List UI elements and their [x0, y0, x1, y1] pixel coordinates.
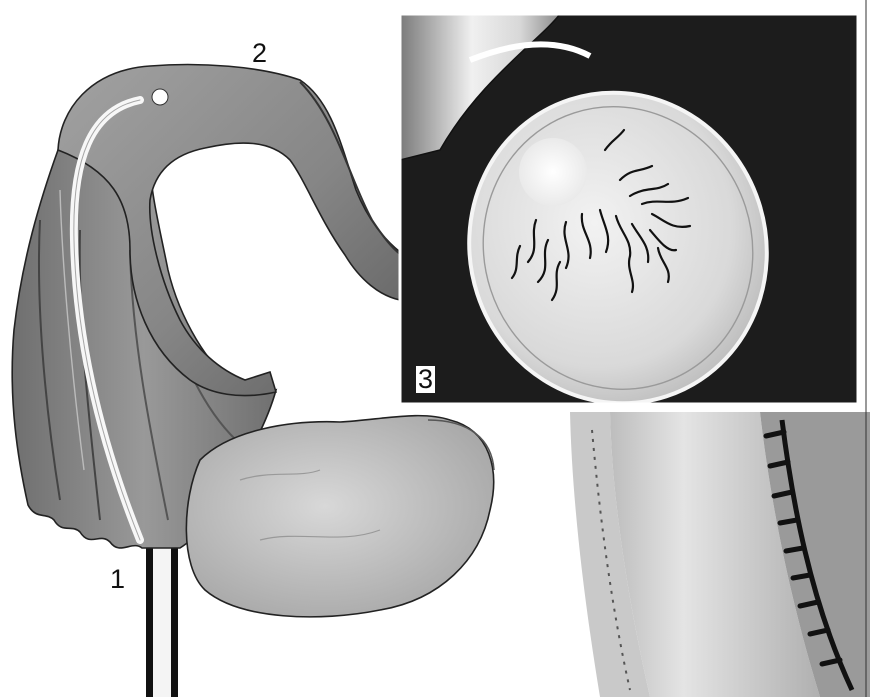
callout-1: 1 — [110, 566, 125, 593]
egg-inset — [400, 14, 858, 442]
callout-3: 3 — [416, 366, 435, 393]
callout-2: 2 — [252, 40, 267, 67]
egg-nucleus — [519, 138, 587, 206]
tube-wall-magnified-panel — [558, 412, 870, 697]
ovary — [186, 416, 494, 617]
